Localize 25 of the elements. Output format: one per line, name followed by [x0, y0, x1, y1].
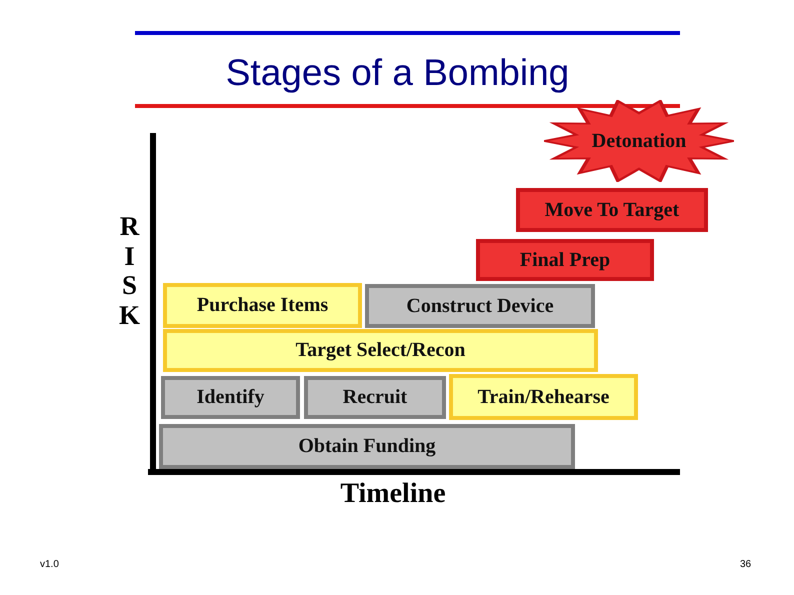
title: Stages of a Bombing [224, 52, 570, 94]
stage-bar [476, 239, 654, 281]
stage-bar [449, 374, 638, 420]
stage-label: Recruit [342, 386, 408, 409]
stage-bar [161, 376, 300, 419]
stage-label: Move To Target [544, 198, 680, 222]
stage-bar [516, 188, 708, 232]
stage-label: Target Select/Recon [296, 339, 466, 362]
axis-label: RISK [118, 212, 141, 331]
stage-label: Construct Device [406, 294, 554, 318]
stage-label: Detonation [592, 130, 686, 152]
explosion-burst [544, 100, 734, 182]
stage-bar [365, 284, 595, 328]
axis-label: Timeline [339, 478, 447, 510]
stage-label: Identify [196, 386, 264, 409]
stage-bar [159, 424, 575, 469]
stage-bar [163, 283, 362, 328]
stage-label: Final Prep [520, 248, 610, 272]
stage-bar [163, 329, 598, 372]
version-label: v1.0 [40, 559, 59, 570]
page-number: 36 [740, 559, 752, 570]
stage-bar [304, 376, 446, 419]
stage-label: Purchase Items [196, 294, 328, 317]
stage-label: Obtain Funding [298, 435, 436, 458]
stage-label: Train/Rehearse [478, 386, 610, 408]
